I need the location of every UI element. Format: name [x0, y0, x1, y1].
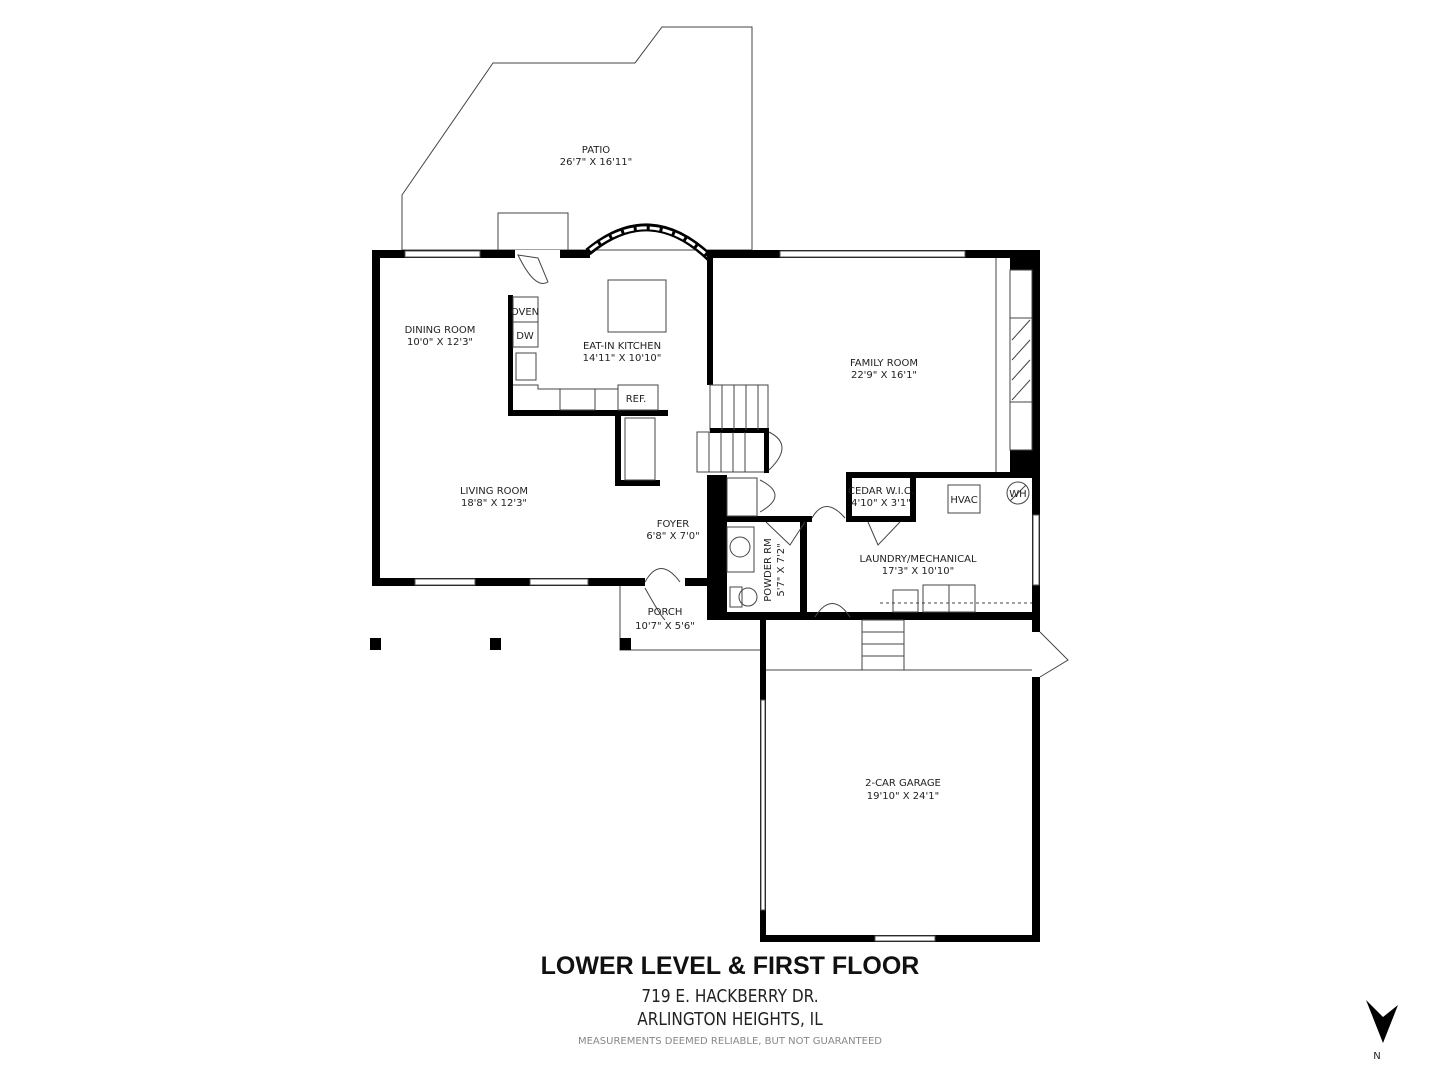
address-line-2: ARLINGTON HEIGHTS, IL — [637, 1009, 823, 1030]
dining-name: DINING ROOM — [405, 325, 476, 336]
foyer-dims: 6'8" X 7'0" — [646, 531, 699, 542]
family-name: FAMILY ROOM — [850, 358, 918, 369]
north-label: N — [1373, 1051, 1380, 1062]
cedar-dims: 4'10" X 3'1" — [851, 498, 911, 509]
patio-name: PATIO — [582, 145, 611, 156]
powder-dims: 5'7" X 7'2" — [776, 543, 787, 596]
dining-dims: 10'0" X 12'3" — [407, 337, 473, 348]
address-line-1: 719 E. HACKBERRY DR. — [641, 986, 819, 1007]
laundry-dims: 17'3" X 10'10" — [882, 566, 954, 577]
kitchen-name: EAT-IN KITCHEN — [583, 341, 661, 352]
ref-label: REF. — [626, 394, 647, 405]
patio-step — [497, 212, 569, 251]
hvac-label: HVAC — [950, 495, 977, 506]
laundry-name: LAUNDRY/MECHANICAL — [859, 554, 976, 565]
oven-label: OVEN — [511, 307, 539, 318]
plan-title: LOWER LEVEL & FIRST FLOOR — [540, 952, 920, 980]
porch-name: PORCH — [648, 607, 683, 618]
patio-outline — [401, 26, 753, 251]
living-dims: 18'8" X 12'3" — [461, 498, 527, 509]
garage-name: 2-CAR GARAGE — [865, 778, 941, 789]
garage-dims: 19'10" X 24'1" — [867, 791, 939, 802]
foyer-name: FOYER — [657, 519, 690, 530]
wh-label: WH — [1009, 489, 1026, 500]
dw-label: DW — [516, 331, 534, 342]
patio-dims: 26'7" X 16'11" — [560, 157, 632, 168]
kitchen-dims: 14'11" X 10'10" — [583, 353, 662, 364]
north-arrow-icon — [1366, 1000, 1398, 1043]
powder-name: POWDER RM — [763, 538, 774, 602]
walls — [370, 223, 1069, 942]
disclaimer: MEASUREMENTS DEEMED RELIABLE, BUT NOT GU… — [577, 1036, 882, 1047]
living-name: LIVING ROOM — [460, 486, 528, 497]
cedar-name: CEDAR W.I.C. — [848, 486, 914, 497]
porch-dims: 10'7" X 5'6" — [635, 621, 695, 632]
family-dims: 22'9" X 16'1" — [851, 370, 917, 381]
